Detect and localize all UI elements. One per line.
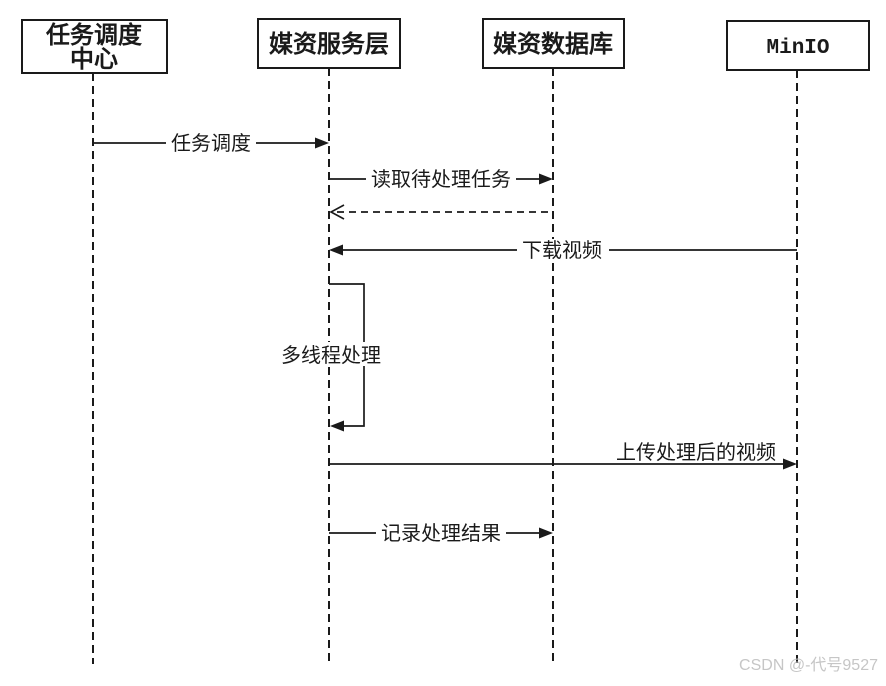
- message-label-download-video: 下载视频: [522, 239, 602, 262]
- arrowhead-right-icon: [783, 458, 797, 470]
- actor-box-minio: [726, 20, 870, 71]
- actor-label-minio: MinIO: [766, 37, 829, 60]
- actor-box-media-service: [257, 18, 401, 69]
- actor-box-task-scheduler: [21, 19, 168, 74]
- message-label-record-result: 记录处理结果: [381, 522, 501, 545]
- actor-label-media-service: 媒资服务层: [269, 30, 389, 58]
- message-label-bg: [517, 239, 609, 261]
- message-label-bg: [276, 342, 386, 366]
- message-label-read-pending-tasks: 读取待处理任务: [371, 168, 511, 191]
- actor-label-media-db: 媒资数据库: [493, 31, 613, 58]
- arrowhead-right-icon: [539, 527, 553, 539]
- message-label-multithread-processing: 多线程处理: [281, 344, 381, 367]
- arrowhead-right-icon: [539, 173, 553, 185]
- arrowhead-left-icon: [329, 244, 343, 256]
- actor-label-task-scheduler-line2: 中心: [70, 46, 118, 73]
- watermark-text: CSDN @-代号9527: [739, 656, 878, 674]
- message-label-bg: [366, 168, 516, 190]
- actor-box-media-db: [482, 18, 625, 69]
- message-label-bg: [376, 522, 506, 544]
- message-label-bg: [166, 132, 256, 153]
- arrowhead-left-icon: [330, 420, 344, 432]
- message-label-upload-processed-video: 上传处理后的视频: [616, 441, 776, 464]
- message-label-task-dispatch: 任务调度: [171, 132, 251, 155]
- arrowhead-open-left-icon: [329, 204, 345, 220]
- actor-label-task-scheduler-line1: 任务调度: [45, 21, 143, 49]
- arrowhead-right-icon: [315, 137, 329, 149]
